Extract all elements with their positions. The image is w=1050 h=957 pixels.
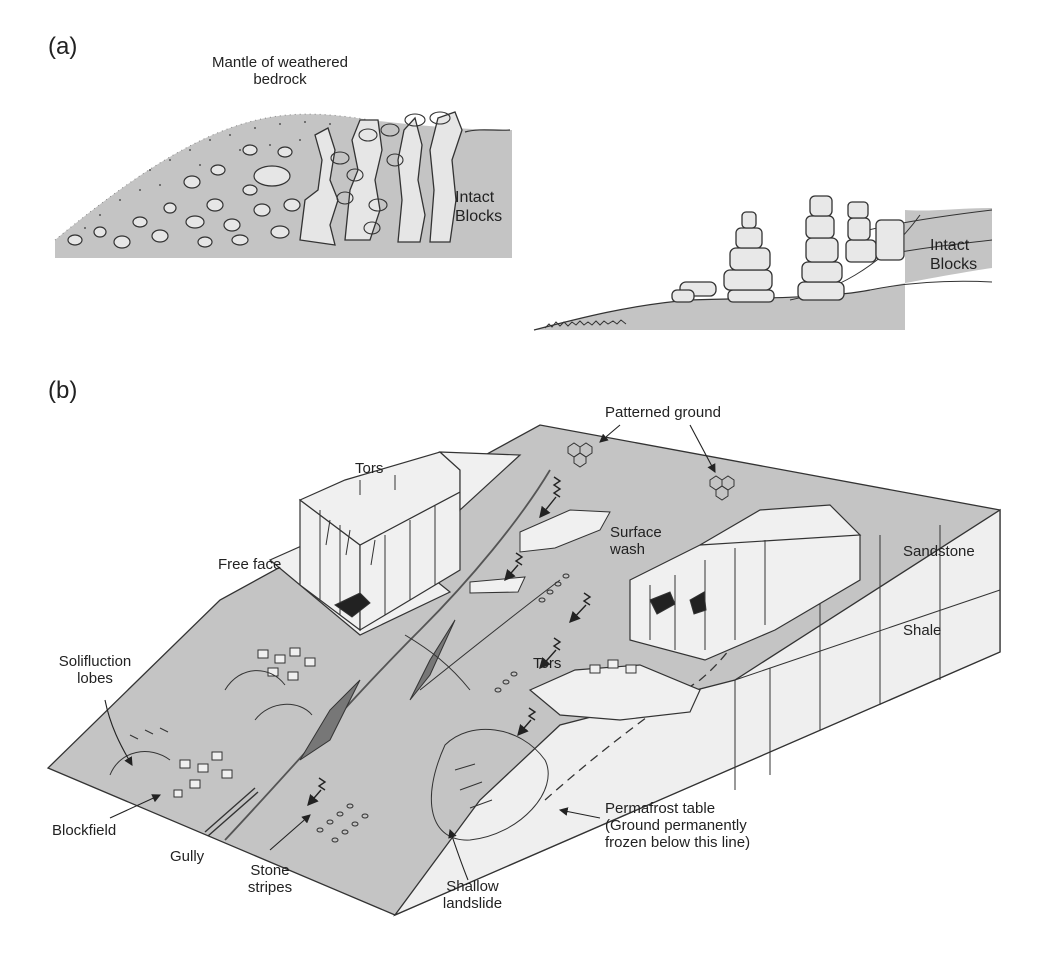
emerging-tor-columns xyxy=(299,111,463,246)
label-pointers xyxy=(104,424,716,881)
patterned-ground xyxy=(567,442,735,501)
block-diagram xyxy=(46,424,1001,917)
shallow-landslide xyxy=(430,728,549,841)
escarpment-joints xyxy=(319,475,436,618)
intact-blocks-right-label: Intact Blocks xyxy=(930,237,978,273)
patterned-ground-label: Patterned ground xyxy=(605,404,721,421)
stone-stripes-label: Stone stripes xyxy=(247,862,293,896)
blockfield-label: Blockfield xyxy=(52,822,117,839)
shallow-landslide-label: Shallow landslide xyxy=(442,878,503,912)
shale-label: Shale xyxy=(903,622,942,639)
permafrost-table-label: Permafrost table (Ground permanently fro… xyxy=(605,800,751,851)
panel-a-left-sketch xyxy=(54,111,512,258)
mantle-label: Mantle of weathered bedrock xyxy=(212,54,348,88)
middle-right-escarpment xyxy=(528,504,862,721)
wash-arrows xyxy=(308,476,592,805)
panel-a-right-sketch xyxy=(533,195,993,331)
sandstone-label: Sandstone xyxy=(903,543,975,560)
intact-blocks-left-label: Intact Blocks xyxy=(455,189,503,225)
weathered-mantle-stipple xyxy=(84,121,331,229)
cross-section-lines xyxy=(734,525,1001,790)
solifluction-lobes-label: Solifluction lobes xyxy=(58,653,132,687)
tors-middle-label: Tors xyxy=(533,655,562,672)
solifluction-lobes xyxy=(109,670,313,776)
gully-line xyxy=(204,787,259,837)
stone-stripes xyxy=(316,573,570,843)
scattered-blocks xyxy=(173,647,637,798)
panel-b-letter: (b) xyxy=(48,377,78,404)
core-stones xyxy=(67,144,301,249)
free-face-label: Free face xyxy=(218,556,282,573)
surface-wash-label: Surface wash xyxy=(610,524,662,558)
gully-label: Gully xyxy=(170,848,205,865)
tors-upper-label: Tors xyxy=(355,460,384,477)
central-slope-features xyxy=(224,469,611,841)
panel-a-letter: (a) xyxy=(48,33,78,60)
tor-stacks xyxy=(671,195,905,303)
